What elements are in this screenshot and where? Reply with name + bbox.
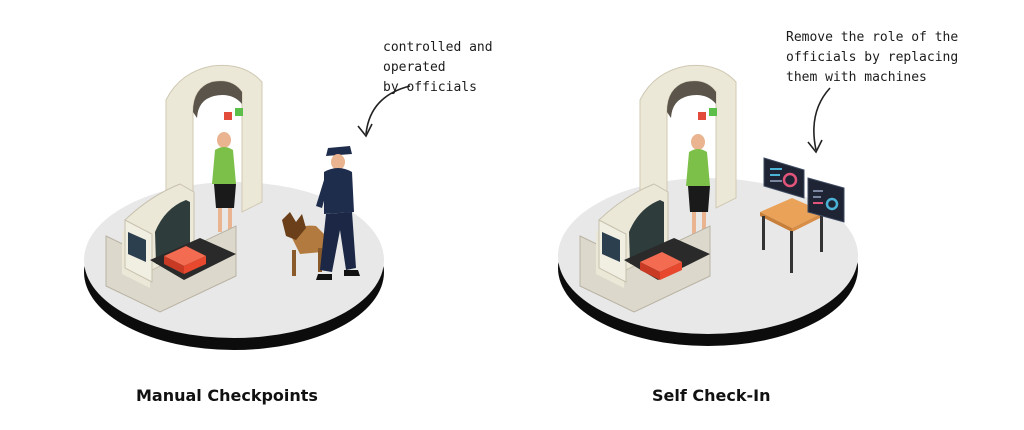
baggage-scanner	[105, 183, 237, 313]
red-indicator-light	[698, 112, 706, 120]
police-officer-figure	[316, 146, 360, 280]
manual-checkpoint-illustration	[84, 64, 411, 350]
suitcase-icon	[164, 246, 206, 274]
self-check-in-scene: Remove the role of the officials by repl…	[512, 0, 1024, 430]
green-indicator-light	[235, 108, 243, 116]
self-check-in-illustration	[558, 64, 858, 346]
red-indicator-light	[224, 112, 232, 120]
green-indicator-light	[709, 108, 717, 116]
traveler-figure	[686, 134, 710, 238]
annotation-text: controlled and operated by officials	[383, 40, 493, 95]
police-dog-figure	[282, 212, 338, 276]
kiosk-screen-left	[763, 157, 805, 199]
annotation-arrow	[807, 87, 831, 154]
kiosk-screen-right	[807, 177, 845, 223]
annotation-text: Remove the role of the officials by repl…	[786, 30, 959, 85]
annotation-arrow	[357, 85, 411, 138]
traveler-figure	[212, 132, 236, 232]
manual-checkpoint-scene: controlled and operated by officials Man…	[84, 40, 493, 405]
scene-caption: Manual Checkpoints	[136, 386, 318, 405]
scene-caption: Self Check-In	[652, 386, 771, 405]
suitcase-icon	[640, 252, 682, 280]
